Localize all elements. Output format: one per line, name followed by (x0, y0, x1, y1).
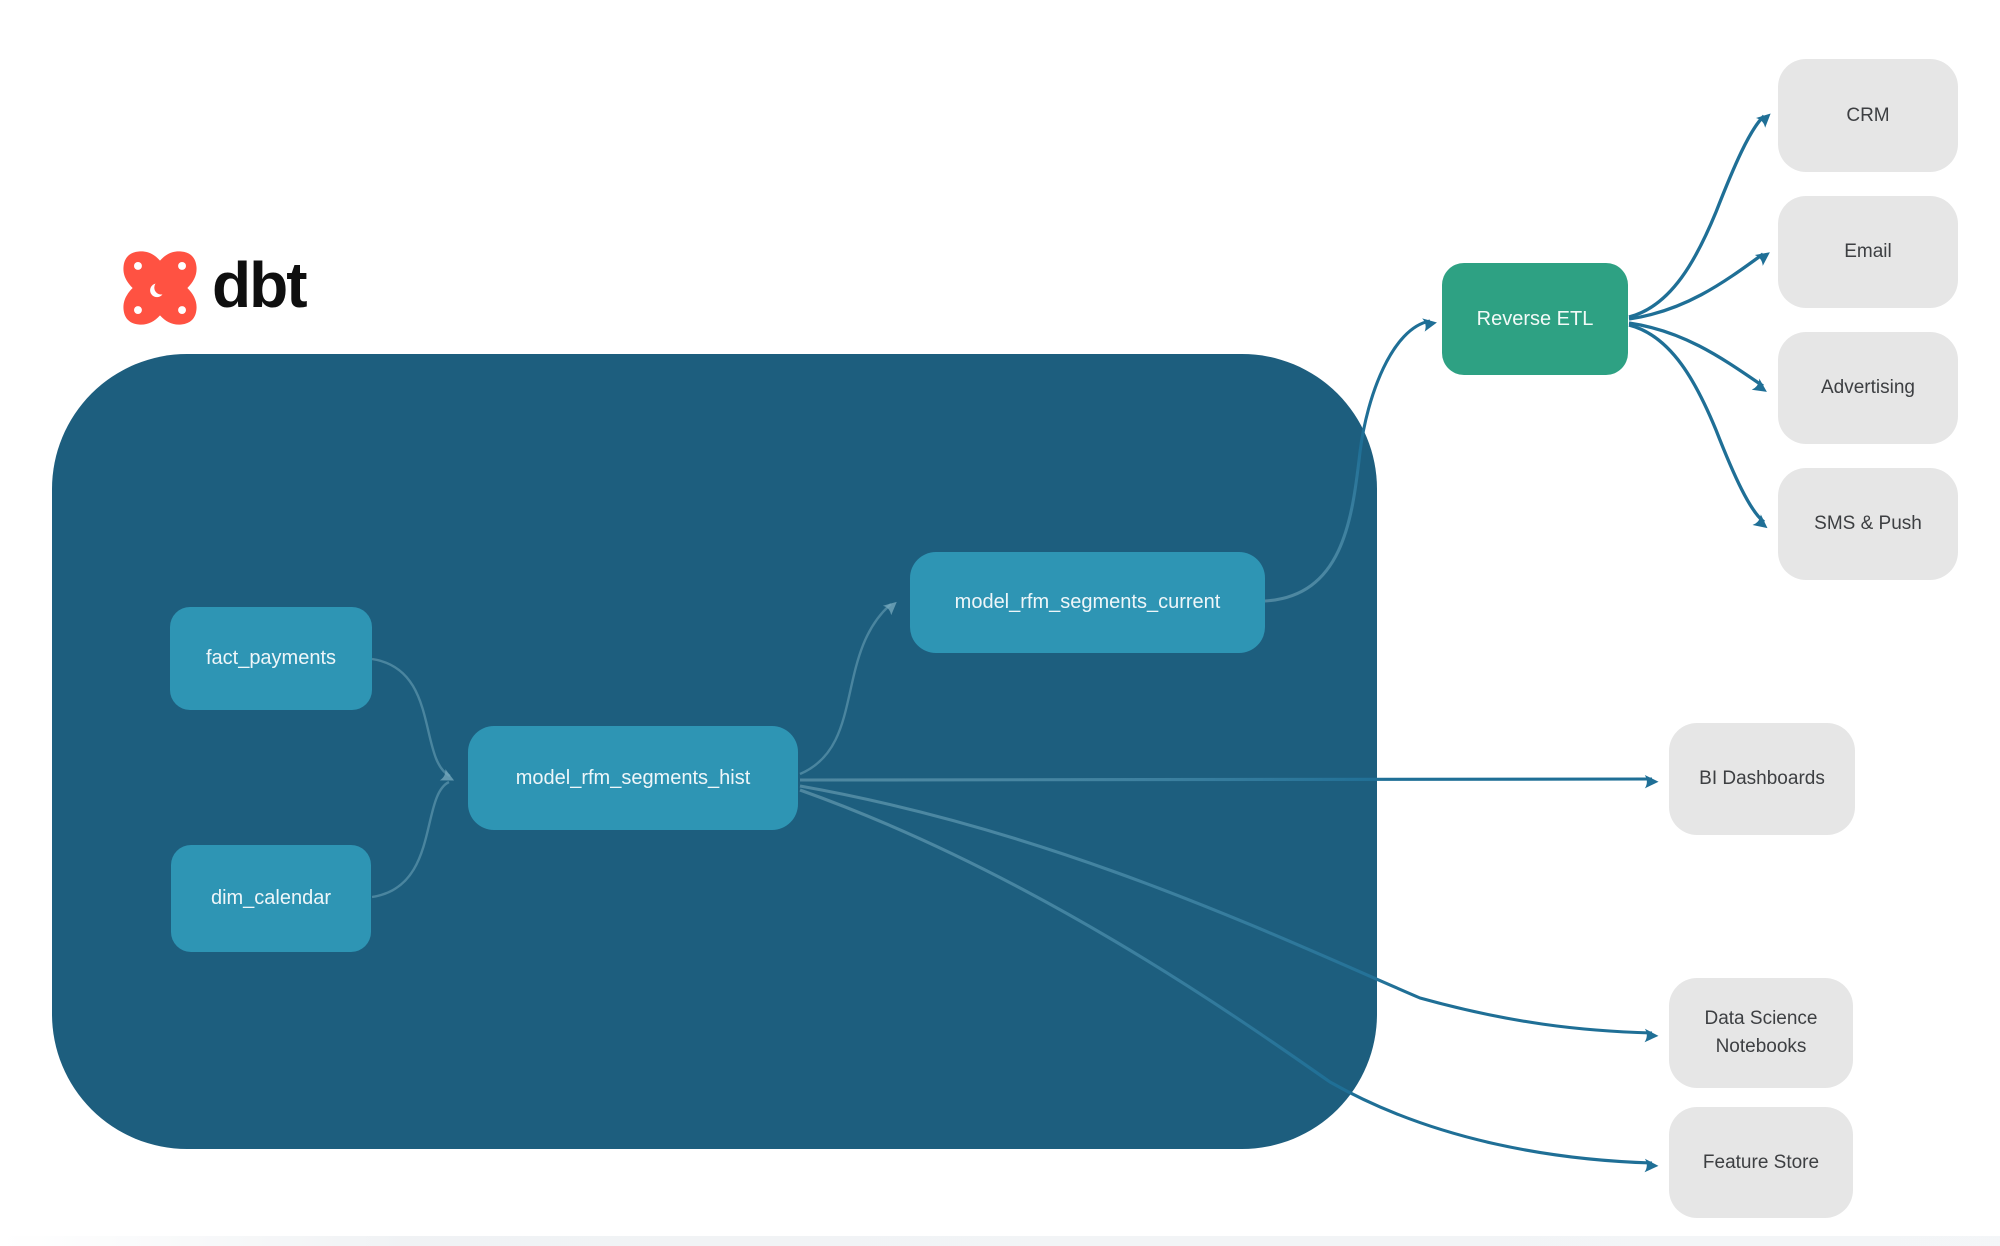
destination-advertising: Advertising (1778, 332, 1958, 444)
dbt-logo: dbt (122, 248, 307, 328)
dbt-logo-icon (123, 251, 197, 325)
node-model-rfm-segments-hist: model_rfm_segments_hist (468, 726, 798, 830)
node-label: model_rfm_segments_hist (515, 766, 751, 789)
edge-etl-to-crm (1628, 113, 1771, 319)
destination-sms-push: SMS & Push (1778, 468, 1958, 580)
node-model-rfm-segments-current: model_rfm_segments_current (910, 552, 1265, 653)
destination-label: Advertising (1821, 377, 1915, 399)
node-label: model_rfm_segments_current (954, 591, 1221, 613)
destination-data-science-notebooks: Data Science Notebooks (1669, 978, 1853, 1088)
edge-etl-to-advertising (1628, 321, 1767, 392)
node-fact-payments: fact_payments (170, 607, 372, 710)
destination-feature-store: Feature Store (1669, 1107, 1853, 1218)
destination-bi-dashboards: BI Dashboards (1669, 723, 1855, 835)
destination-label: CRM (1846, 104, 1890, 126)
destination-label: Email (1844, 241, 1892, 263)
dbt-logo-wordmark: dbt (212, 249, 307, 321)
edge-etl-to-email (1628, 252, 1770, 321)
destination-email: Email (1778, 196, 1958, 308)
node-label: fact_payments (205, 647, 337, 669)
node-reverse-etl: Reverse ETL (1442, 263, 1628, 375)
node-dim-calendar: dim_calendar (171, 845, 371, 952)
destination-crm: CRM (1778, 59, 1958, 172)
destination-label: BI Dashboards (1699, 768, 1825, 790)
node-label: Reverse ETL (1476, 307, 1594, 330)
page-bottom-edge (0, 1236, 2000, 1246)
edge-etl-to-sms-push (1628, 323, 1768, 529)
destination-label: Feature Store (1702, 1151, 1820, 1173)
destination-label: Data Science Notebooks (1704, 1008, 1818, 1057)
node-label: dim_calendar (210, 887, 332, 909)
destination-label: SMS & Push (1814, 513, 1922, 535)
